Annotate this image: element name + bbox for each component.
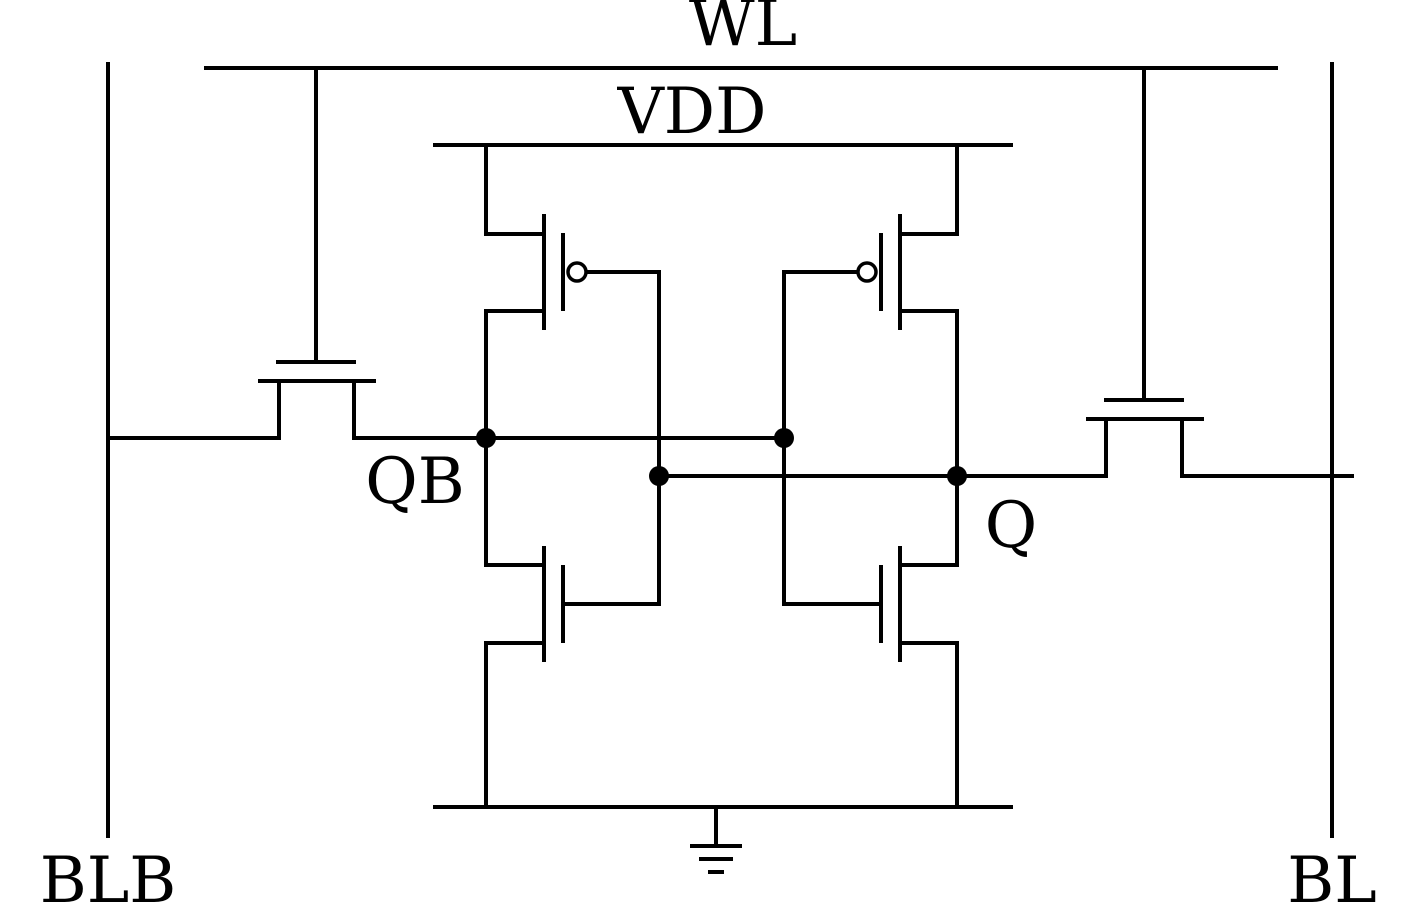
wl-label: WL: [689, 0, 797, 61]
left-nmos-transistor: [484, 438, 661, 807]
right-nmos-transistor: [782, 438, 959, 807]
ground-icon: [690, 807, 742, 874]
left-access-transistor: [108, 68, 486, 440]
right-access-transistor: [957, 68, 1354, 478]
bl-label: BL: [1287, 844, 1377, 903]
left-pmos-transistor: [484, 145, 661, 476]
q-label: Q: [985, 489, 1037, 563]
junction-dot: [774, 428, 794, 448]
junction-dot: [947, 466, 967, 486]
qb-label: QB: [365, 445, 465, 519]
junction-dot: [649, 466, 669, 486]
junction-dot: [476, 428, 496, 448]
vdd-label: VDD: [617, 75, 767, 149]
blb-label: BLB: [40, 844, 177, 903]
right-pmos-transistor: [782, 145, 959, 476]
